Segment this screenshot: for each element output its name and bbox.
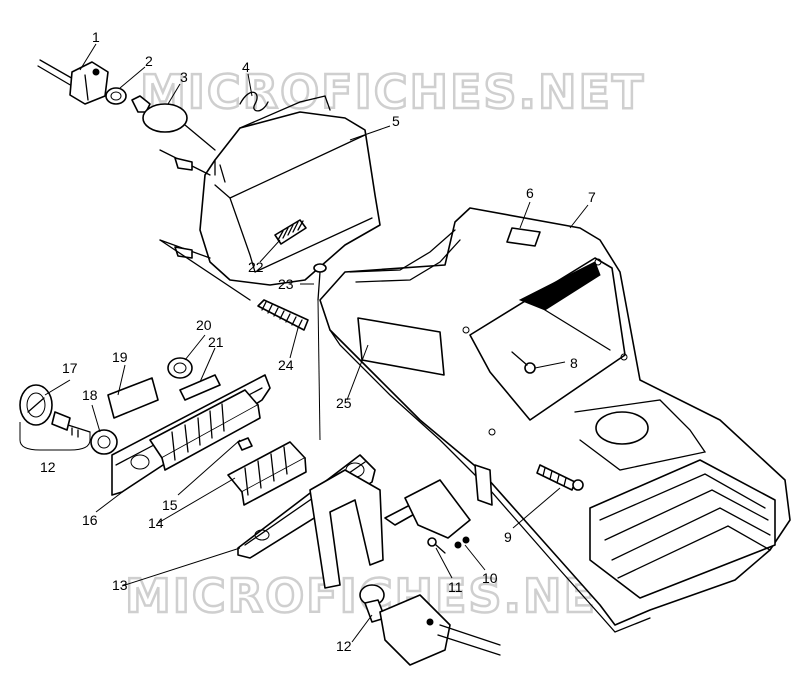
callout-7: 7 xyxy=(588,189,596,205)
switch-housing-15 xyxy=(149,389,261,471)
callout-2: 2 xyxy=(145,53,153,69)
callout-16: 16 xyxy=(82,512,98,528)
adjuster-spring-24 xyxy=(159,239,309,331)
callout-25: 25 xyxy=(336,395,352,411)
callout-15: 15 xyxy=(162,497,178,513)
mount-bracket-13 xyxy=(237,454,384,589)
callout-14: 14 xyxy=(148,515,164,531)
lamp-socket-12 xyxy=(359,584,501,666)
callout-labels: 1 2 3 4 5 6 7 8 9 10 11 12 12 13 14 15 1… xyxy=(40,29,596,654)
callout-8: 8 xyxy=(570,355,578,371)
callout-5: 5 xyxy=(392,113,400,129)
callout-24: 24 xyxy=(278,357,294,373)
screw-8 xyxy=(511,351,536,374)
headlight-bulb xyxy=(131,95,216,151)
wire-spring xyxy=(239,73,269,112)
callout-21: 21 xyxy=(208,334,224,350)
callout-13: 13 xyxy=(112,577,128,593)
switch-block-14 xyxy=(227,437,307,506)
callout-3: 3 xyxy=(180,69,188,85)
callout-23: 23 xyxy=(278,276,294,292)
screw-11 xyxy=(427,537,446,554)
headlight-connector xyxy=(37,59,109,105)
leader-lines xyxy=(44,43,589,643)
callout-12-bottom: 12 xyxy=(336,638,352,654)
bracket-12-group xyxy=(19,422,91,451)
bolt-9 xyxy=(536,464,584,491)
callout-19: 19 xyxy=(112,349,128,365)
ignition-key xyxy=(51,411,91,438)
label-19 xyxy=(107,377,159,419)
callout-10: 10 xyxy=(482,570,498,586)
watermark-top: MICROFICHES.NET xyxy=(140,65,645,119)
callout-22: 22 xyxy=(248,259,264,275)
bulb-retaining-ring xyxy=(105,87,127,105)
callout-1: 1 xyxy=(92,29,100,45)
callout-18: 18 xyxy=(82,387,98,403)
toggle-switch-10 xyxy=(384,479,471,549)
callout-4: 4 xyxy=(242,59,250,75)
plate-21 xyxy=(179,374,221,401)
callout-17: 17 xyxy=(62,360,78,376)
headlight-housing xyxy=(159,95,381,286)
callout-12-left: 12 xyxy=(40,459,56,475)
hood-console xyxy=(319,207,791,633)
ignition-bezel-17 xyxy=(19,384,53,426)
ignition-switch-18 xyxy=(90,429,118,455)
callout-20: 20 xyxy=(196,317,212,333)
grommet-20 xyxy=(167,357,193,379)
callout-9: 9 xyxy=(504,529,512,545)
screw-23 xyxy=(313,263,327,441)
callout-6: 6 xyxy=(526,185,534,201)
callout-11: 11 xyxy=(448,579,463,595)
